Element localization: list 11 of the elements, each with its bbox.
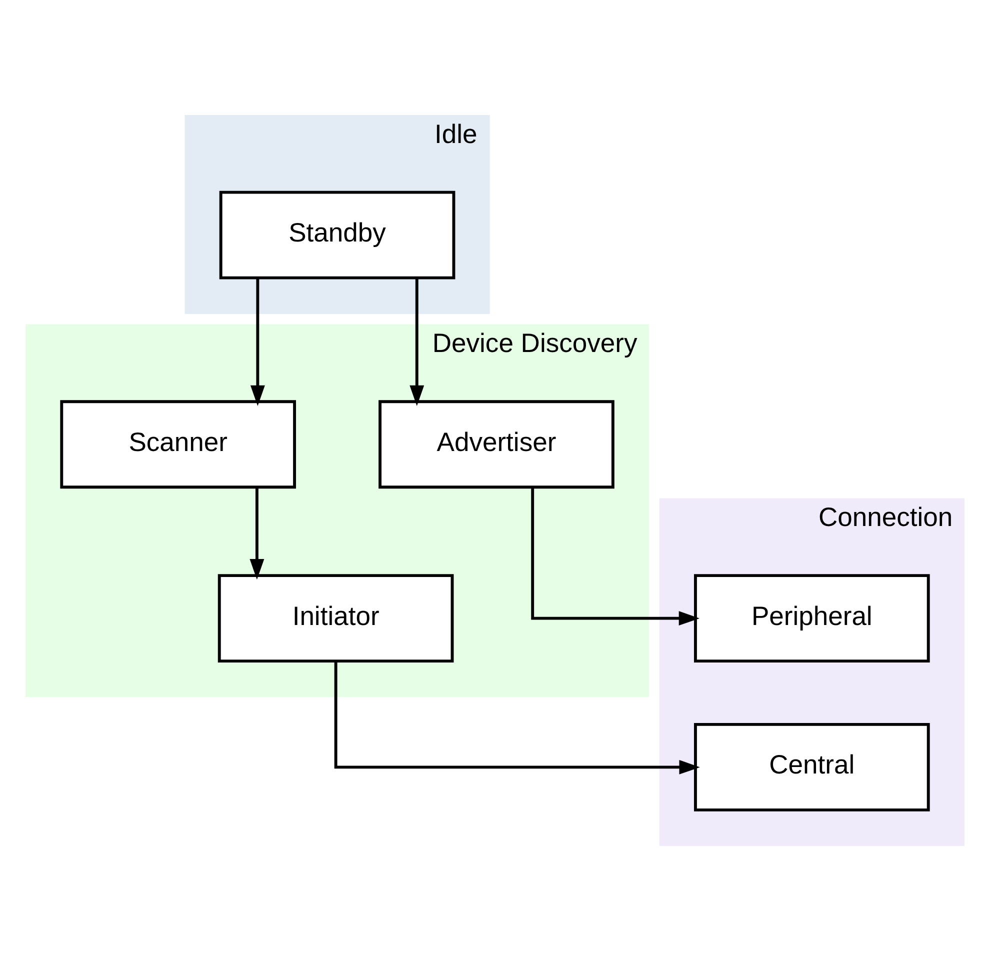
node-box: Central [694,722,930,811]
arrow [531,486,700,626]
node-box: Advertiser [378,400,614,488]
arrow [250,486,264,580]
node-box: Scanner [60,400,296,488]
arrow [334,660,700,774]
node-box: Standby [219,190,456,279]
arrow [250,277,265,406]
node-box: Initiator [218,574,454,662]
node-box: Peripheral [694,574,930,662]
arrow [410,277,424,406]
